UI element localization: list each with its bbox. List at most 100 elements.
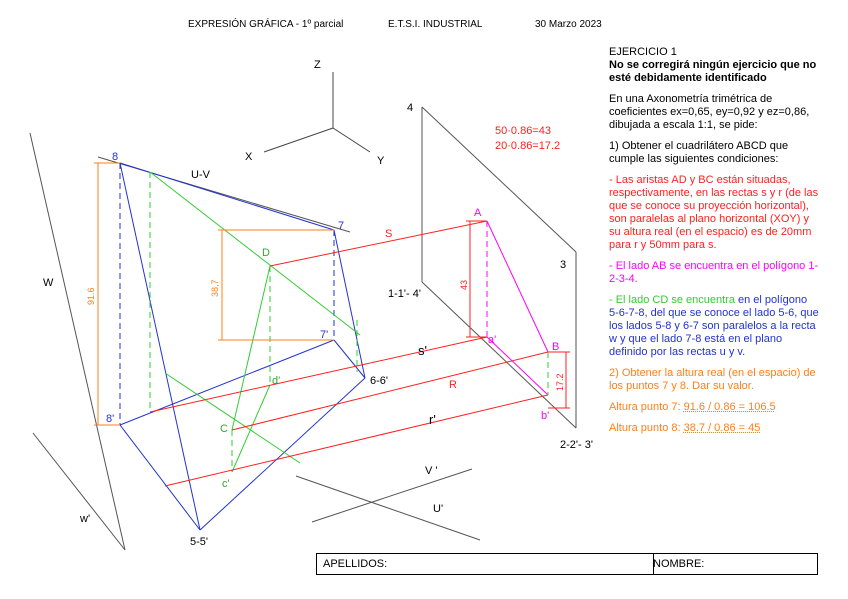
calc-s-height: 50·0.86=43: [495, 125, 551, 137]
line-w: [29, 132, 126, 551]
edge-7-6: [333, 229, 366, 379]
dim-916-text: 91.6: [86, 287, 96, 305]
answer-7: Altura punto 7: 91.6 / 0.86 = 106.5: [609, 401, 819, 414]
edge-8-7: [119, 162, 335, 231]
label-8: 8: [112, 151, 118, 163]
label-A: A: [474, 207, 482, 219]
label-5: 5-5': [190, 536, 208, 548]
label-2: 2-2'- 3': [560, 439, 593, 451]
condition-red: - Las aristas AD y BC están situadas, re…: [609, 174, 819, 251]
dim-387-text: 38,7: [210, 279, 220, 297]
axis-y-label: Y: [377, 155, 385, 167]
line-R: [231, 351, 549, 431]
plane-1234: [421, 106, 577, 429]
label-d-prime: d': [272, 375, 280, 387]
label-1: 1-1'- 4': [388, 288, 421, 300]
label-7: 7: [338, 220, 344, 232]
line-W: [29, 132, 126, 551]
axis-y-line: [332, 127, 371, 153]
condition-magenta: - El lado AB se encuentra en el polígono…: [609, 260, 819, 285]
exercise-intro: En una Axonometría trimétrica de coefici…: [609, 93, 810, 131]
axis-x-line: [263, 127, 334, 153]
label-6: 6-6': [370, 375, 388, 387]
answer-8: Altura punto 8: 38.7 / 0.86 = 45: [609, 422, 819, 435]
line-U-prime: [295, 475, 481, 541]
green-line-upper: [149, 171, 361, 336]
segment-AB: [486, 220, 549, 396]
calc-r-height: 20·0.86=17.2: [495, 140, 560, 152]
answer-8-label: Altura punto 8:: [609, 422, 684, 434]
condition-green: - El lado CD se encuentra: [609, 294, 735, 306]
line-A-B: [486, 220, 549, 353]
dimension-172: [548, 351, 570, 409]
label-8-prime: 8': [106, 413, 114, 425]
dimension-387: [218, 229, 334, 341]
label-S: S: [385, 228, 392, 240]
header-school: E.T.S.I. INDUSTRIAL: [388, 19, 483, 30]
line-S: [269, 220, 488, 267]
name-label: NOMBRE:: [653, 558, 705, 570]
label-7-prime: 7': [320, 329, 328, 341]
dimension-43: [466, 220, 487, 338]
label-U-prime: U': [433, 503, 443, 515]
edge-8-5: [119, 162, 201, 531]
projectors-green: [149, 172, 358, 472]
line-a-b-prime: [486, 336, 549, 396]
identification-box: APELLIDOS: NOMBRE:: [316, 553, 818, 575]
dim-172-text: 17.2: [555, 373, 565, 391]
label-w-prime: w': [79, 513, 90, 525]
answer-7-value: 91.6 / 0.86 = 106.5: [683, 401, 776, 413]
label-r-prime: r': [429, 412, 436, 427]
line-r-prime: [164, 394, 549, 487]
edge-4-3: [421, 106, 577, 253]
header-subject: EXPRESIÓN GRÁFICA - 1º parcial: [188, 17, 343, 30]
dimension-916: [94, 162, 120, 426]
line-w-prime: [32, 432, 126, 551]
line-V-prime: [311, 468, 473, 523]
answer-8-value: 38.7 / 0.86 = 45: [683, 422, 761, 434]
axes: [263, 72, 371, 153]
label-3: 3: [560, 259, 566, 271]
label-b-prime: b': [541, 410, 549, 422]
construction-green: [149, 171, 361, 464]
exercise-panel: EJERCICIO 1 No se corregirá ningún ejerc…: [609, 46, 819, 443]
label-c-prime: c': [222, 478, 230, 490]
projectors-blue: [119, 163, 335, 425]
label-R: R: [449, 379, 457, 391]
line-s-prime: [149, 336, 488, 413]
condition-cd: - El lado CD se encuentra en el polígono…: [609, 294, 819, 359]
axis-x-label: X: [245, 151, 253, 163]
exercise-warning: No se corregirá ningún ejercicio que no …: [609, 59, 817, 84]
edge-8p-5: [119, 424, 201, 531]
name-field[interactable]: NOMBRE:: [647, 554, 817, 574]
label-D: D: [262, 247, 270, 259]
exercise-heading: EJERCICIO 1 No se corregirá ningún ejerc…: [609, 46, 819, 85]
exercise-title: EJERCICIO 1: [609, 46, 677, 58]
question-1: 1) Obtener el cuadrilátero ABCD que cump…: [609, 140, 789, 165]
edge-5-6: [199, 377, 366, 531]
question-2: 2) Obtener la altura real (en el espacio…: [609, 367, 816, 392]
lines-rs: [149, 220, 549, 487]
axis-z-label: Z: [314, 59, 321, 71]
label-s-prime: s': [418, 343, 427, 358]
label-a-prime: a': [488, 334, 496, 346]
label-UV: U-V: [191, 169, 211, 181]
surname-label: APELLIDOS:: [323, 558, 388, 570]
edge-7p-6: [333, 339, 366, 379]
segment-cd-prime: [231, 384, 271, 473]
condition-blue: en el polígono 5-6-7-8, del que se conoc…: [609, 294, 819, 358]
segment-CD: [231, 265, 271, 431]
label-W: W: [43, 277, 54, 289]
header-date: 30 Marzo 2023: [535, 19, 602, 30]
green-line-lower: [164, 372, 301, 464]
label-B: B: [552, 341, 559, 353]
surname-field[interactable]: APELLIDOS:: [317, 554, 654, 574]
label-C: C: [220, 423, 228, 435]
label-V-prime: V ': [425, 465, 438, 477]
answer-7-label: Altura punto 7:: [609, 401, 684, 413]
dim-43-text: 43: [459, 280, 469, 290]
polygon-5678: [119, 162, 366, 531]
label-4: 4: [407, 102, 413, 114]
edge-1-2: [421, 281, 577, 429]
